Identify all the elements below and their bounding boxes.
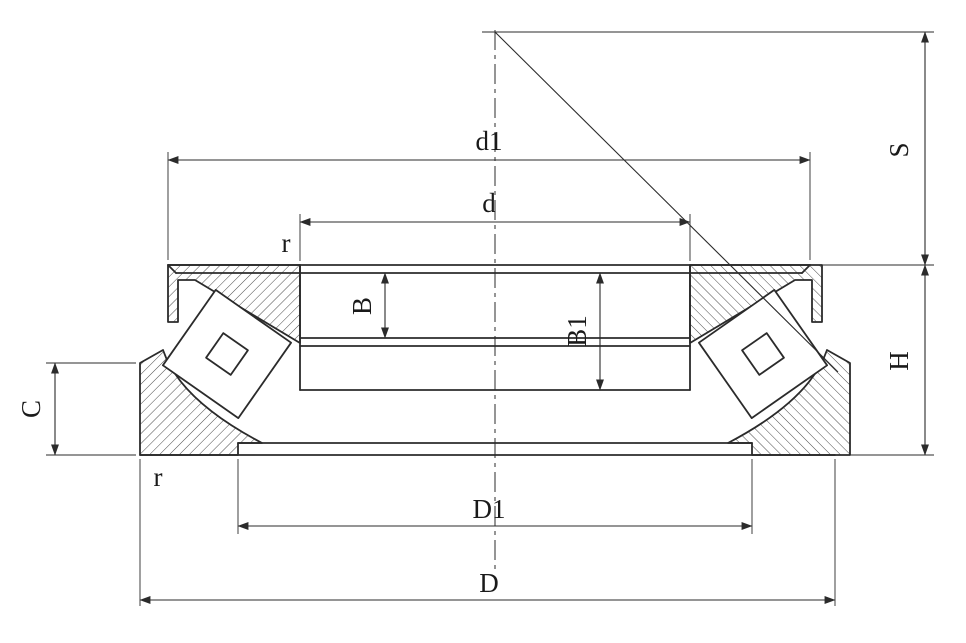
roller-inner-square: [205, 332, 249, 376]
extension-lines: [46, 31, 934, 606]
dim-label-B: B: [347, 297, 377, 315]
bearing-body: [139, 30, 851, 572]
radius-label-bottom: r: [154, 462, 163, 492]
dim-label-H: H: [884, 351, 914, 371]
roller-axis-line: [494, 31, 839, 373]
dim-label-d: d: [482, 188, 496, 218]
dim-label-C: C: [16, 400, 46, 418]
dimension-lines: [51, 31, 929, 604]
dim-label-D1: D1: [473, 494, 506, 524]
dimension-labels: d1 d B B1 S H C D1 D r r: [16, 126, 914, 598]
dim-label-B1: B1: [562, 315, 592, 347]
dim-label-d1: d1: [476, 126, 503, 156]
top-chamfer-right: [801, 264, 811, 274]
dim-label-D: D: [479, 568, 499, 598]
top-chamfer-left: [167, 264, 177, 274]
dim-label-S: S: [884, 142, 914, 157]
bearing-half-section-left: [139, 264, 301, 456]
radius-label-top: r: [282, 228, 291, 258]
